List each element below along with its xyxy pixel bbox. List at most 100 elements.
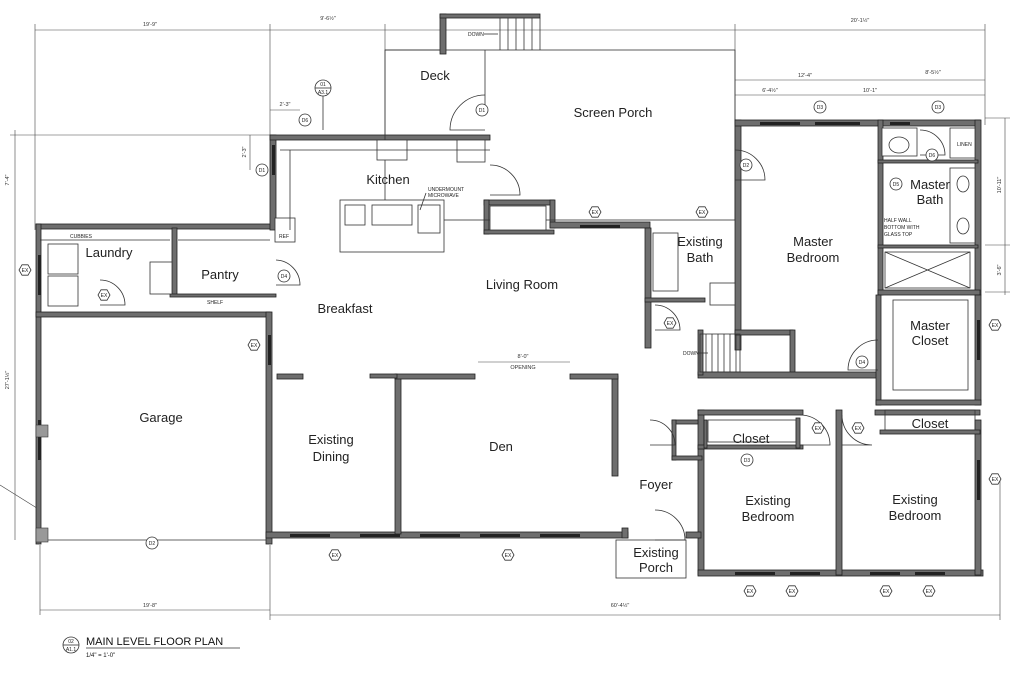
ex-tag-label: EX [789,589,796,595]
room-pantry: Pantry [201,267,239,282]
dimension-lines [0,24,1010,620]
title-marker-sheet: A1.1 [66,647,77,653]
room-existing-bedroom-left-line1: Existing [745,493,791,508]
ex-tag-label: EX [992,477,999,483]
room-labels: Deck Screen Porch Kitchen Laundry Pantry… [86,68,951,575]
dim-right-d: 10'-1" [863,88,877,94]
ex-tag-label: EX [22,268,29,274]
room-existing-bath-line1: Existing [677,234,723,249]
room-existing-bedroom-right-line2: Bedroom [889,508,942,523]
room-existing-porch-line1: Existing [633,545,679,560]
svg-text:D1: D1 [259,168,266,174]
annotation-shelf: SHELF [207,300,223,306]
door-tag-d9: D2 [145,536,159,550]
svg-text:D3: D3 [817,105,824,111]
dim-top-left: 19'-9" [143,22,157,28]
dim-bottom-left: 19'-8" [143,603,157,609]
ex-tag: EX [97,289,111,301]
annotation-cubbies: CUBBIES [70,234,93,240]
door-tags: D1 D2 D3 D3 D4 D4 D5 D6 D6 D1 D3 D2 [145,100,945,550]
svg-text:D4: D4 [281,274,288,280]
room-master-bath-line1: Master [910,177,950,192]
room-master-bedroom-line1: Master [793,234,833,249]
section-number: 01 [320,82,326,88]
ex-tag-label: EX [505,553,512,559]
room-existing-bath-line2: Bath [687,250,714,265]
dim-left-small2: 2'-3" [242,146,248,157]
ex-tag: EX [988,319,1002,331]
ex-tag: EX [811,422,825,434]
room-master-bath-line2: Bath [917,192,944,207]
door-tag-d6b: D6 [298,113,312,127]
dim-right-side-1: 10'-11" [997,177,1003,194]
ex-tag: EX [588,206,602,218]
ex-tag: EX [922,585,936,597]
annotation-half-wall-1: HALF WALL [884,218,912,224]
existing-porch-outline [615,539,687,579]
ex-tag-label: EX [667,321,674,327]
svg-text:D4: D4 [859,360,866,366]
door-tag-d3b: D3 [931,100,945,114]
annotation-undermount-2: MICROWAVE [428,193,459,199]
door-tag-d6: D6 [925,148,939,162]
annotations: DOWN DOWN UNDERMOUNT MICROWAVE CUBBIES S… [70,32,972,371]
room-closet-left: Closet [733,431,770,446]
ex-tag-label: EX [332,553,339,559]
ex-tags: EX EX EX EX EX EX EX EX EX EX EX EX EX EX EX EX [18,206,1002,597]
ex-tag: EX [743,585,757,597]
annotation-ref: REF [279,234,289,240]
ex-tag-label: EX [883,589,890,595]
ex-tag: EX [328,549,342,561]
plan-title: MAIN LEVEL FLOOR PLAN [86,636,223,648]
ex-tag: EX [695,206,709,218]
ex-tag: EX [501,549,515,561]
door-tag-d7: D1 [255,163,269,177]
svg-text:D2: D2 [149,541,156,547]
room-existing-dining-line1: Existing [308,432,354,447]
svg-text:D3: D3 [744,458,751,464]
door-tag-d8: D3 [740,453,754,467]
windows [38,122,980,575]
annotation-half-wall-3: GLASS TOP [884,232,913,238]
section-marker: 01 A3.1 [314,79,332,130]
svg-text:D6: D6 [302,118,309,124]
ex-tag: EX [851,422,865,434]
dim-top-right: 20'-1½" [851,17,870,24]
room-breakfast: Breakfast [318,301,373,316]
room-master-closet-line1: Master [910,318,950,333]
ex-tag: EX [247,339,261,351]
section-sheet: A3.1 [318,90,329,96]
dim-top-mid: 9'-6½" [320,15,336,22]
ex-tag: EX [18,264,32,276]
door-tag-d4: D4 [277,269,291,283]
room-master-closet-line2: Closet [912,333,949,348]
ex-tag-label: EX [747,589,754,595]
svg-text:D6: D6 [929,153,936,159]
door-tag-d2: D2 [739,158,753,172]
room-laundry: Laundry [86,245,133,260]
room-living-room: Living Room [486,277,558,292]
room-master-bedroom-line2: Bedroom [787,250,840,265]
ex-tag-label: EX [992,323,999,329]
dim-bottom-mid: 60'-4½" [611,602,630,609]
garage-column-2 [35,527,49,543]
stair-treads [385,18,737,372]
ex-tag-label: EX [592,210,599,216]
dim-left-small: 2'-3" [280,102,291,108]
room-den: Den [489,439,513,454]
annotation-opening-dim: 8'-0" [518,354,529,360]
fixtures [40,127,976,443]
dim-right-b: 8'-5½" [925,69,941,76]
title-block: 02 A1.1 MAIN LEVEL FLOOR PLAN 1/4" = 1'-… [62,636,240,659]
dimension-texts: 19'-9" 9'-6½" 20'-1½" 12'-4" 8'-5½" 6'-4… [4,15,1003,609]
room-kitchen: Kitchen [366,172,409,187]
ex-tag: EX [988,473,1002,485]
ex-tag-label: EX [815,426,822,432]
dim-left-mid: 27'-1½" [4,371,11,390]
annotation-undermount-1: UNDERMOUNT [428,187,464,193]
ex-tag: EX [663,317,677,329]
ex-tag-label: EX [926,589,933,595]
ex-tag-label: EX [251,343,258,349]
ex-tag-label: EX [699,210,706,216]
ex-tag-label: EX [855,426,862,432]
